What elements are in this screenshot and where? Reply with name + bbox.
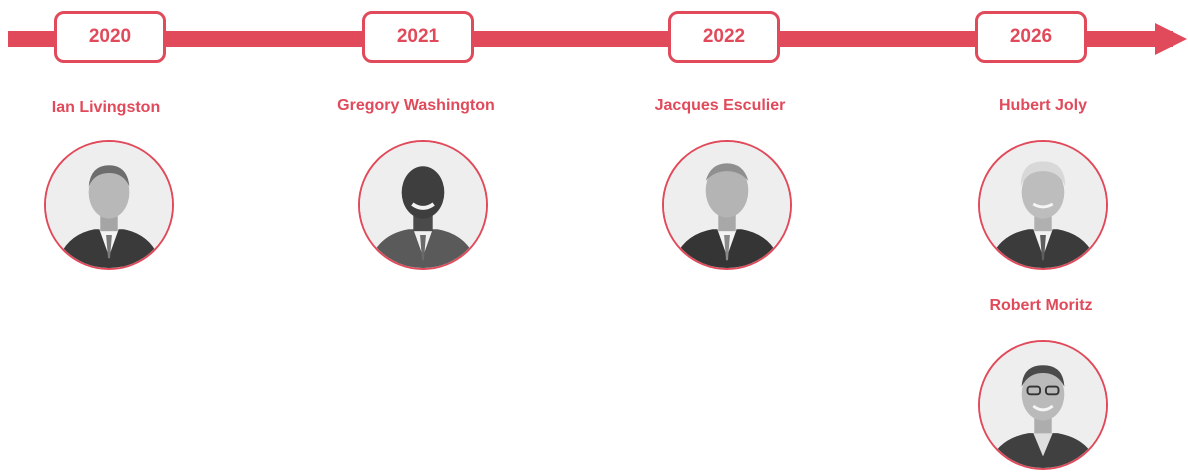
person-silhouette-icon [980,342,1106,468]
timeline-arrowhead [1155,23,1187,55]
person-name: Ian Livingston [51,99,161,116]
portrait-photo [358,140,488,270]
year-box-2022: 2022 [668,11,780,63]
year-label: 2021 [396,26,440,47]
timeline-bar [8,31,1173,47]
person-name: Gregory Washington [337,97,495,114]
year-label: 2022 [702,26,746,47]
portrait-photo [44,140,174,270]
year-box-2020: 2020 [54,11,166,63]
person-silhouette-icon [664,142,790,268]
year-label: 2026 [1009,26,1053,47]
portrait-photo [978,340,1108,470]
year-label: 2020 [88,26,132,47]
year-box-2026: 2026 [975,11,1087,63]
person-name: Robert Moritz [989,297,1093,314]
year-box-2021: 2021 [362,11,474,63]
person-silhouette-icon [46,142,172,268]
person-silhouette-icon [980,142,1106,268]
person-name: Hubert Joly [998,97,1087,114]
person-silhouette-icon [360,142,486,268]
portrait-photo [978,140,1108,270]
portrait-photo [662,140,792,270]
person-name: Jacques Esculier [654,97,786,114]
